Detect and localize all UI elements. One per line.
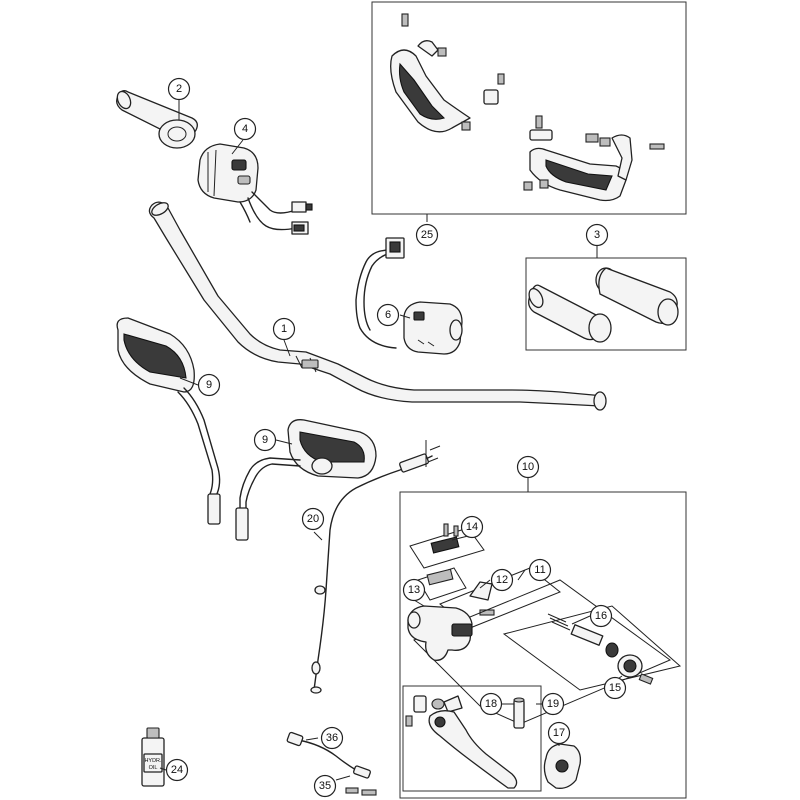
svg-text:24: 24: [171, 764, 183, 776]
hand-guards: [390, 13, 665, 202]
callout-6: 6: [376, 303, 400, 327]
lever-guard-part: [543, 743, 582, 789]
left-handlebar-switch: [197, 143, 313, 235]
group-box-clutch-assembly: [399, 491, 687, 799]
bottle-label-line1: HYDR.: [144, 758, 162, 764]
callout-35: 35: [313, 774, 337, 798]
callout-17: 17: [547, 721, 571, 745]
svg-text:14: 14: [466, 521, 478, 533]
svg-text:35: 35: [319, 780, 331, 792]
svg-text:11: 11: [534, 564, 545, 576]
svg-text:13: 13: [408, 584, 420, 596]
lever-assembly: [405, 695, 525, 789]
handlebar: [148, 201, 607, 411]
left-mirror: [116, 317, 221, 525]
callout-19: 19: [541, 692, 565, 716]
group-box-grips: [525, 257, 687, 351]
callout-25: 25: [415, 223, 439, 247]
callout-15: 15: [603, 676, 627, 700]
svg-text:1: 1: [281, 323, 287, 335]
callout-4: 4: [233, 117, 257, 141]
throttle-grip: [116, 90, 198, 149]
svg-text:12: 12: [496, 574, 508, 586]
svg-text:25: 25: [421, 229, 433, 241]
callout-9-left: 9: [197, 373, 221, 397]
callout-36: 36: [320, 726, 344, 750]
svg-text:15: 15: [609, 682, 621, 694]
svg-text:4: 4: [242, 123, 248, 135]
svg-text:16: 16: [595, 610, 607, 622]
callout-18: 18: [479, 692, 503, 716]
group-box-lever: [402, 685, 542, 792]
clutch-cable: [310, 445, 441, 694]
svg-text:6: 6: [385, 309, 391, 321]
svg-text:19: 19: [547, 698, 559, 710]
callout-14: 14: [460, 515, 484, 539]
callout-12: 12: [490, 568, 514, 592]
svg-text:20: 20: [307, 513, 319, 525]
callout-20: 20: [301, 507, 325, 531]
group-box-handguards: [371, 1, 687, 215]
callout-11: 11: [528, 558, 552, 582]
callout-13: 13: [402, 578, 426, 602]
bottle-label-line2: OIL: [149, 765, 158, 771]
callout-16: 16: [589, 604, 613, 628]
svg-text:36: 36: [326, 732, 338, 744]
clutch-master-cylinder: [407, 523, 672, 725]
svg-text:9: 9: [206, 379, 212, 391]
right-handlebar-switch: [355, 237, 463, 355]
callout-1: 1: [272, 317, 296, 341]
svg-text:17: 17: [553, 727, 565, 739]
hydraulic-oil-bottle: HYDR. OIL: [141, 727, 165, 787]
svg-text:18: 18: [485, 698, 497, 710]
svg-text:2: 2: [176, 83, 182, 95]
svg-text:9: 9: [262, 434, 268, 446]
grip-set: [528, 267, 679, 343]
right-mirror: [235, 419, 377, 541]
callout-24: 24: [165, 758, 189, 782]
callout-2: 2: [167, 77, 191, 101]
sensor-cable: [286, 731, 377, 796]
callout-9-right: 9: [253, 428, 277, 452]
callout-3: 3: [585, 223, 609, 247]
leader-lines: [159, 100, 623, 781]
callout-10: 10: [516, 455, 540, 479]
svg-text:10: 10: [522, 461, 534, 473]
svg-text:3: 3: [594, 229, 600, 241]
piston-kit: [502, 605, 682, 691]
